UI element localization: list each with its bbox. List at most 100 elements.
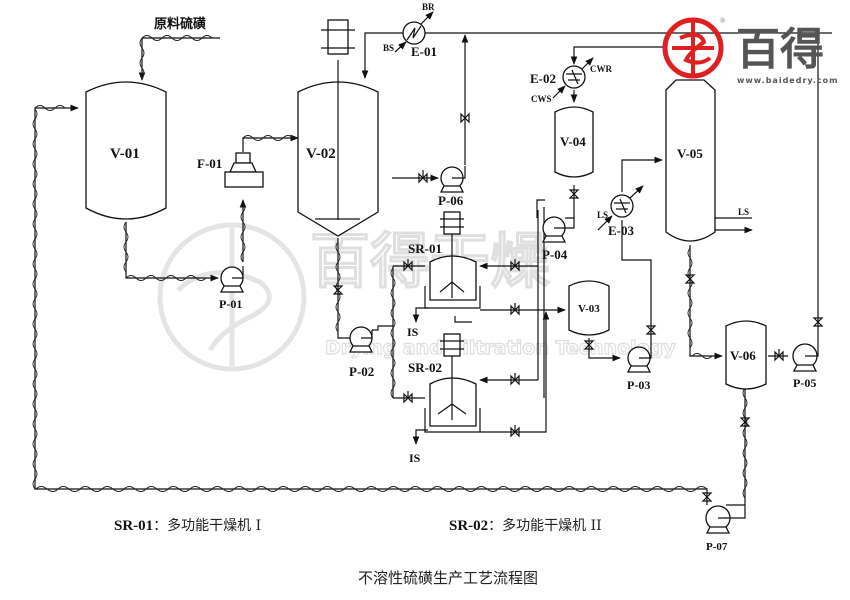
dryer-sr01[interactable]: SR-01 — [408, 211, 481, 323]
recycle-loop-wave-left — [32, 105, 66, 490]
pump-p01-label: P-01 — [219, 297, 242, 311]
legend-sr01-desc: 多功能干燥机 I — [167, 517, 261, 534]
valve-p03-discharge[interactable] — [645, 325, 657, 335]
valve-sr02-feed[interactable] — [403, 391, 413, 404]
utility-ls-e03-label: LS — [597, 210, 608, 220]
filter-f01-label: F-01 — [197, 156, 222, 171]
pump-p01[interactable]: P-01 — [219, 266, 245, 311]
pump-p02-label: P-02 — [349, 364, 374, 379]
v06-to-p07-line — [726, 384, 746, 506]
exchanger-e02-label: E-02 — [530, 71, 556, 86]
dryer-sr01-label: SR-01 — [408, 241, 442, 256]
logo-registered-mark: ® — [720, 17, 726, 25]
utility-br-label: BR — [422, 2, 435, 12]
pump-p06[interactable]: P-06 — [438, 166, 466, 208]
valve-sr01-jacket[interactable] — [510, 259, 520, 272]
exchanger-e03-label: E-03 — [608, 223, 635, 238]
valve-v04-outlet[interactable] — [568, 189, 580, 199]
vessel-v01-label: V-01 — [110, 146, 140, 162]
exchanger-e02[interactable]: E-02 CWR CWS — [530, 57, 612, 104]
pump-p03-label: P-03 — [627, 378, 650, 392]
valve-v06-bottom[interactable] — [739, 417, 751, 427]
utility-is1-label: IS — [407, 325, 419, 339]
vessel-v06[interactable]: V-06 — [725, 320, 767, 390]
pump-p03[interactable]: P-03 — [626, 346, 652, 392]
valve-v05-bottom[interactable] — [684, 274, 696, 284]
filter-f01[interactable]: F-01 — [197, 152, 264, 188]
legend-sr02-desc: 多功能干燥机 II — [502, 517, 602, 534]
valve-sr01-feed[interactable] — [403, 259, 413, 272]
utility-ls-v05-label: LS — [738, 207, 749, 217]
valve-p06-discharge[interactable] — [460, 112, 470, 124]
jacketed-lines — [32, 35, 748, 506]
vessel-v03-label: V-03 — [578, 303, 600, 315]
recycle-loop-wave-bottom — [35, 486, 708, 492]
process-lines — [361, 32, 832, 445]
exchanger-e01-label: E-01 — [411, 44, 437, 59]
vessel-v06-label: V-06 — [730, 348, 756, 363]
legend-sr01-sep: ： — [153, 518, 167, 534]
pump-p04-label: P-04 — [542, 247, 568, 262]
valve-sr02-jacket[interactable] — [510, 373, 520, 386]
valve-v06-outlet[interactable] — [774, 349, 784, 362]
dryer-sr02[interactable]: SR-02 — [408, 333, 481, 433]
vessel-v05[interactable]: V-05 — [665, 79, 716, 242]
dryer-sr02-label: SR-02 — [408, 360, 442, 375]
logo-swirl-icon — [679, 32, 712, 65]
is1-line — [412, 307, 428, 323]
legend-item-sr02: SR-02：多功能干燥机 II — [449, 517, 602, 534]
p03-to-e03-line — [621, 220, 652, 346]
utility-cws-label: CWS — [531, 94, 552, 104]
watermark-brand-en: Drying and Filtration Technology — [325, 337, 676, 359]
logo-url-text: www.baidedry.com — [737, 76, 838, 85]
pump-p05-label: P-05 — [793, 376, 816, 390]
legend-item-sr01: SR-01：多功能干燥机 I — [114, 517, 261, 534]
legend-sr02-code: SR-02 — [449, 518, 488, 534]
sr02-motor — [443, 333, 461, 357]
v05-to-v06-line — [689, 245, 723, 360]
vessel-v04-label: V-04 — [560, 134, 586, 149]
vessel-v04[interactable]: V-04 — [554, 106, 594, 178]
pump-p06-label: P-06 — [438, 193, 464, 208]
p01-to-f01-wave — [240, 201, 246, 263]
feed-material-label: 原料硫磺 — [154, 16, 206, 31]
sr02-to-v03-line — [480, 311, 550, 433]
is2-line — [412, 429, 428, 445]
valve-sr02-out[interactable] — [510, 425, 520, 438]
pump-p02[interactable]: P-02 — [348, 326, 374, 379]
valve-p05-discharge[interactable] — [812, 317, 824, 327]
logo-brand-text: 百得 — [736, 24, 824, 75]
exchanger-e01[interactable]: E-01 BR BS — [383, 2, 437, 59]
brand-logo: ® 百得 www.baidedry.com — [662, 17, 838, 85]
legend-sr02-sep: ： — [488, 518, 502, 534]
v02-to-p02-wave — [335, 241, 341, 333]
vessel-v02[interactable]: V-02 — [297, 19, 379, 237]
f01-to-v02-line — [242, 134, 299, 152]
p04-suction-stub — [536, 199, 545, 218]
exchanger-e03[interactable]: E-03 LS — [597, 185, 644, 238]
vessel-v05-label: V-05 — [677, 146, 703, 161]
vessel-v01[interactable]: V-01 — [85, 81, 167, 220]
valve-p07-suction[interactable] — [701, 492, 713, 502]
sr01-motor — [443, 211, 461, 235]
utility-cwr-label: CWR — [590, 64, 612, 74]
valve-v02-outlet[interactable] — [418, 170, 428, 184]
pump-p05[interactable]: P-05 — [792, 343, 819, 390]
feed-line-wave — [141, 35, 213, 41]
utility-is2-label: IS — [409, 451, 421, 465]
watermark-logo-ring — [157, 222, 307, 372]
watermark-logo-swirl — [176, 270, 272, 352]
valve-v02-bottom[interactable] — [332, 285, 344, 295]
vessel-v03[interactable]: V-03 — [568, 280, 610, 336]
legend-sr01-code: SR-01 — [114, 518, 153, 534]
pump-p04[interactable]: P-04 — [541, 216, 575, 262]
valve-v03-outlet[interactable] — [583, 340, 595, 350]
feed-down-wave — [139, 37, 145, 79]
valve-sr01-out[interactable] — [510, 303, 520, 316]
pump-p07[interactable]: P-07 — [705, 505, 746, 553]
e01-to-v02-line — [361, 32, 404, 79]
v06-to-p07-wave — [742, 387, 748, 499]
f01-to-v02-wave — [242, 135, 294, 141]
v05-to-v06-wave — [687, 247, 713, 359]
